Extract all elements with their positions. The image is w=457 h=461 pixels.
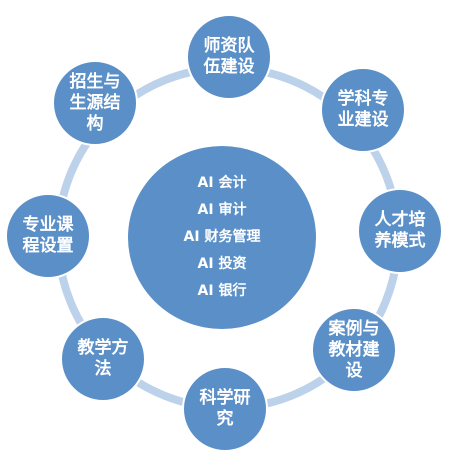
center-item-ai-accounting: AI 会计 bbox=[197, 175, 247, 191]
center-item-ai-audit: AI 审计 bbox=[197, 202, 247, 218]
node-faculty: 师资队 伍建设 bbox=[186, 14, 272, 100]
center-item-ai-banking: AI 银行 bbox=[197, 283, 247, 299]
node-enrollment: 招生与 生源结 构 bbox=[52, 60, 138, 146]
node-talent: 人才培 养模式 bbox=[357, 188, 443, 274]
center-item-ai-financial-management: AI 财务管理 bbox=[183, 229, 261, 245]
center-item-ai-investment: AI 投资 bbox=[197, 256, 247, 272]
node-cases: 案例与 教材建 设 bbox=[311, 307, 397, 393]
node-discipline: 学科专 业建设 bbox=[320, 67, 406, 153]
node-research: 科学研 究 bbox=[182, 366, 268, 452]
node-teaching: 教学方 法 bbox=[60, 316, 146, 402]
node-curriculum: 专业课 程设置 bbox=[5, 193, 91, 279]
center-circle: AI 会计 AI 审计 AI 财务管理 AI 投资 AI 银行 bbox=[128, 146, 316, 329]
